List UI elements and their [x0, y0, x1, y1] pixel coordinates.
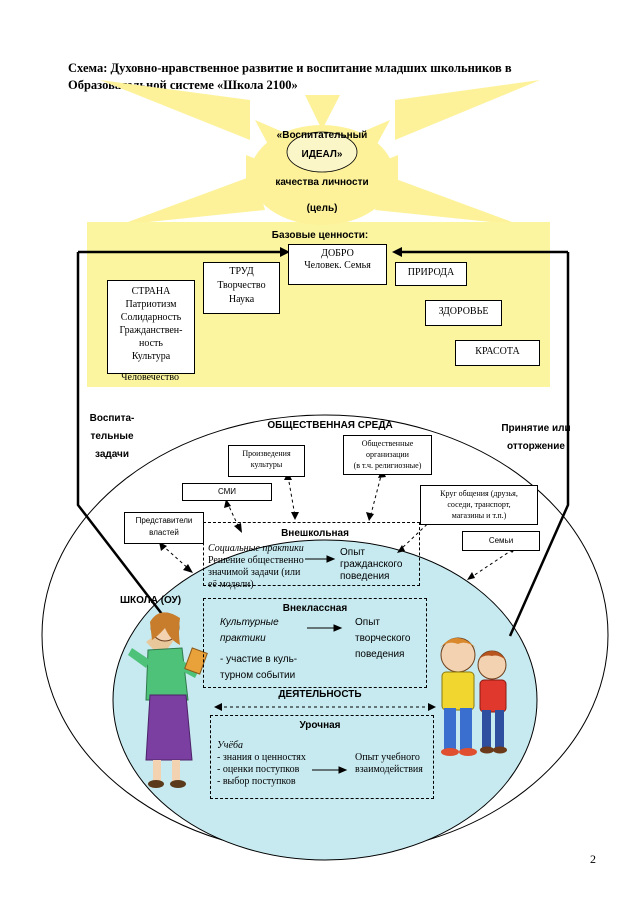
right-label-line: отторжение — [507, 441, 565, 452]
external-output-line: поведения — [340, 571, 390, 582]
orgs-line: Общественные — [361, 439, 414, 448]
strana-item: Патриотизм — [125, 299, 177, 310]
internal-output-line: поведения — [355, 649, 405, 660]
authorities-line: властей — [149, 528, 179, 537]
internal-output: Опыт творческого поведения — [355, 615, 425, 663]
strana-item: ность — [139, 338, 163, 349]
dobro-sub: Человек. Семья — [304, 260, 371, 271]
page-title: Схема: Духовно-нравственное развитие и в… — [68, 60, 588, 94]
activity-label: ДЕЯТЕЛЬНОСТЬ — [278, 689, 362, 700]
ideal-ellipse — [286, 131, 358, 173]
internal-input: Культурные практики — [220, 615, 305, 647]
lesson-title: Урочная — [299, 720, 341, 731]
internal-input-2: - участие в куль- турном событии — [220, 652, 310, 684]
strana-item: Солидарность — [120, 312, 182, 323]
sun-text-4: (цель) — [306, 203, 338, 214]
external-output-line: гражданского — [340, 559, 403, 570]
right-label-line: Принятие или — [501, 423, 571, 434]
lesson-input-line: - знания о ценностях — [217, 752, 306, 763]
external-input: Социальные практики Решение общественно … — [208, 543, 308, 591]
activity-arrows — [305, 555, 348, 774]
strana-extra: Человечество — [121, 372, 179, 383]
external-input-line: её модели) — [208, 579, 254, 590]
external-input-line: Решение общественно — [208, 555, 304, 566]
sun-text-3: качества личности — [275, 177, 369, 188]
value-priroda: ПРИРОДА — [395, 262, 467, 286]
dobro-title: ДОБРО — [321, 248, 354, 259]
circle-line: соседи, транспорт, — [447, 500, 511, 509]
external-input-line: Социальные практики — [208, 543, 304, 554]
internal-title: Внеклассная — [282, 603, 348, 614]
sun-text-2: ИДЕАЛ» — [301, 149, 343, 160]
value-dobro: ДОБРО Человек. Семья — [288, 244, 387, 285]
value-zdorovye: ЗДОРОВЬЕ — [425, 300, 502, 326]
box-lesson — [210, 715, 434, 799]
teacher-figure — [128, 612, 208, 788]
external-title: Внешкольная — [281, 528, 349, 539]
circle-line: магазины и т.п.) — [451, 511, 507, 520]
sun-text-1: «Воспитательный — [276, 130, 368, 141]
title-line-1: Схема: Духовно-нравственное развитие и в… — [68, 61, 512, 75]
external-input-line: значимой задачи (или — [208, 567, 301, 578]
external-output: Опыт гражданского поведения — [340, 547, 415, 583]
social-works: Произведения культуры — [228, 445, 305, 477]
lesson-output: Опыт учебного взаимодействия — [355, 752, 435, 776]
circle-line: Круг общения (друзья, — [440, 489, 518, 498]
orgs-line: (в т.ч. религиозные) — [353, 461, 422, 470]
left-label-line: тельные — [90, 431, 134, 442]
trud-sub-2: Наука — [228, 294, 255, 305]
frame-lines — [76, 250, 570, 637]
internal-input-line: Культурные — [220, 617, 279, 628]
authorities-line: Представители — [135, 516, 193, 525]
left-label-line: задачи — [94, 449, 129, 460]
value-strana: СТРАНА Патриотизм Солидарность Гражданст… — [107, 280, 195, 374]
box-internal — [203, 598, 427, 688]
right-label: Принятие или отторжение — [486, 420, 586, 456]
sun-core — [250, 125, 394, 225]
internal-input-line: - участие в куль- — [220, 654, 298, 665]
orgs-line: организации — [366, 450, 409, 459]
trud-title: ТРУД — [229, 266, 254, 277]
strana-item: Культура — [131, 351, 171, 362]
children-figure — [440, 637, 507, 756]
left-label-line: Воспита- — [89, 413, 135, 424]
lesson-input-line: Учёба — [217, 740, 243, 751]
internal-output-line: Опыт — [355, 617, 380, 628]
external-output-line: Опыт — [340, 547, 365, 558]
internal-output-line: творческого — [355, 633, 411, 644]
value-trud: ТРУД Творчество Наука — [203, 262, 280, 314]
lesson-output-line: взаимодействия — [355, 764, 423, 775]
works-line: Произведения — [242, 449, 291, 458]
social-header: ОБЩЕСТВЕННАЯ СРЕДА — [267, 420, 393, 431]
lesson-output-line: Опыт учебного — [355, 752, 420, 763]
works-line: культуры — [250, 460, 283, 469]
social-authorities: Представители властей — [124, 512, 204, 544]
value-krasota: КРАСОТА — [455, 340, 540, 366]
school-label: ШКОЛА (ОУ) — [120, 595, 182, 606]
social-smi: СМИ — [182, 483, 272, 501]
strana-title: СТРАНА — [131, 286, 171, 297]
social-circle: Круг общения (друзья, соседи, транспорт,… — [420, 485, 538, 525]
trud-sub-1: Творчество — [217, 280, 266, 291]
lesson-input-line: - оценки поступков — [217, 764, 300, 775]
internal-input-line: турном событии — [220, 670, 296, 681]
lesson-input-line: - выбор поступков — [217, 776, 296, 787]
social-families: Семьи — [462, 531, 540, 551]
school-ellipse — [112, 539, 538, 861]
strana-item: Гражданствен- — [119, 325, 183, 336]
lesson-input: Учёба - знания о ценностях - оценки пост… — [217, 740, 327, 788]
values-label: Базовые ценности: — [271, 230, 369, 241]
left-label: Воспита- тельные задачи — [82, 410, 142, 464]
page-number: 2 — [590, 852, 596, 866]
internal-input-line: практики — [220, 633, 266, 644]
social-orgs: Общественные организации (в т.ч. религио… — [343, 435, 432, 475]
frame-arrowheads — [280, 247, 402, 257]
box-external — [203, 522, 420, 586]
